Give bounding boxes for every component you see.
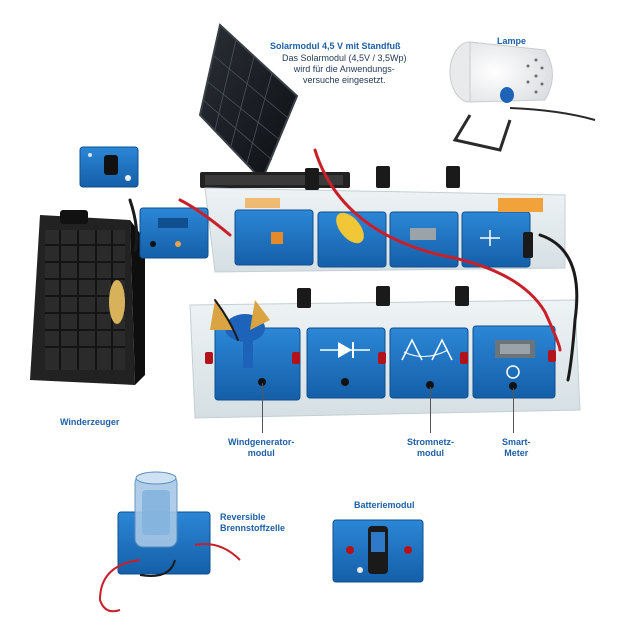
fan-heater-icon <box>30 210 145 385</box>
leader-wind-module <box>262 383 263 433</box>
fuel-cell-icon <box>98 471 241 613</box>
upper-board <box>139 187 566 273</box>
meter-icon <box>472 325 556 399</box>
power-line-icon <box>389 327 469 399</box>
switch-module <box>79 146 139 188</box>
leader-smart-meter <box>513 388 514 433</box>
solar-module-description: Das Solarmodul (4,5V / 3,5Wp) wird für d… <box>282 53 407 85</box>
lamp-label: Lampe <box>497 36 527 46</box>
lamp-icon <box>449 41 596 152</box>
fuel-cell-label: Reversible Brennstoffzelle <box>220 512 286 533</box>
grid-module-label: Stromnetz- modul <box>407 437 454 458</box>
wind-module-label: Windgenerator- modul <box>228 437 295 458</box>
battery-icon <box>332 519 424 583</box>
solar-module-title: Solarmodul 4,5 V mit Standfuß <box>270 41 401 51</box>
leader-grid-module <box>430 387 431 433</box>
diode-icon <box>306 327 386 399</box>
lower-board <box>189 286 581 419</box>
cables <box>128 148 579 382</box>
plug-icon <box>305 166 533 258</box>
smart-meter-label: Smart- Meter <box>502 437 531 458</box>
battery-module-label: Batteriemodul <box>354 500 415 510</box>
wind-generator-label: Winderzeuger <box>60 417 120 427</box>
wind-turbine-icon <box>210 300 301 401</box>
